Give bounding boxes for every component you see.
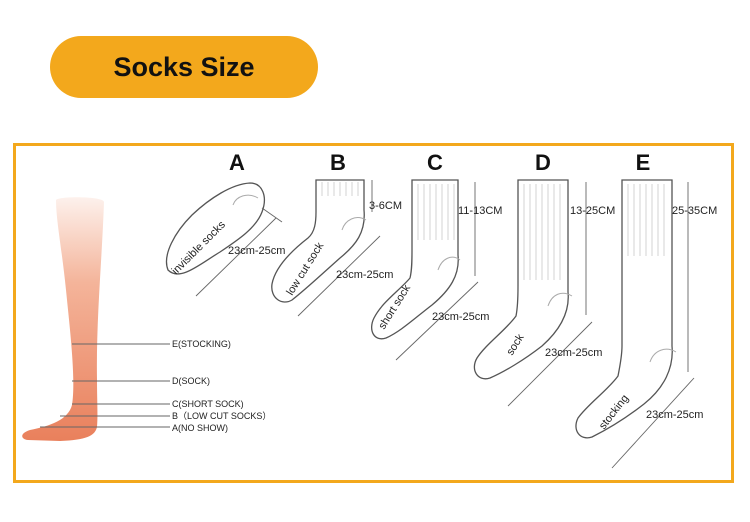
letter-d: D (535, 150, 551, 175)
sock-d-foot: 23cm-25cm (545, 347, 602, 359)
sock-a: invisible socks 23cm-25cm (166, 182, 285, 297)
legend-no-show: A(NO SHOW) (172, 423, 228, 433)
sock-e: stocking 25-35CM 23cm-25cm (575, 179, 717, 469)
sock-a-foot: 23cm-25cm (228, 245, 285, 257)
letter-c: C (427, 150, 443, 175)
letter-b: B (330, 150, 346, 175)
legend-sock: D(SOCK) (172, 376, 210, 386)
sock-c-height: 11-13CM (458, 205, 502, 217)
legend-low-cut: B（LOW CUT SOCKS） (172, 411, 271, 421)
page-title: Socks Size (113, 51, 255, 82)
legend-short-sock: C(SHORT SOCK) (172, 399, 244, 409)
sock-b: low cut sock 3-6CM 23cm-25cm (271, 179, 402, 317)
size-chart-frame (13, 143, 734, 483)
sock-d: sock 13-25CM 23cm-25cm (473, 179, 615, 407)
sock-c: short sock 11-13CM 23cm-25cm (371, 179, 502, 361)
sock-e-foot: 23cm-25cm (646, 409, 703, 421)
leg-illustration (22, 197, 104, 441)
legend-stocking: E(STOCKING) (172, 339, 231, 349)
sock-b-height: 3-6CM (369, 200, 402, 212)
sock-d-height: 13-25CM (570, 205, 615, 217)
sock-e-height: 25-35CM (672, 205, 717, 217)
letter-a: A (229, 150, 245, 175)
title-badge: Socks Size (50, 36, 318, 98)
sock-b-foot: 23cm-25cm (336, 269, 393, 281)
letter-e: E (636, 150, 651, 175)
sock-c-foot: 23cm-25cm (432, 311, 489, 323)
